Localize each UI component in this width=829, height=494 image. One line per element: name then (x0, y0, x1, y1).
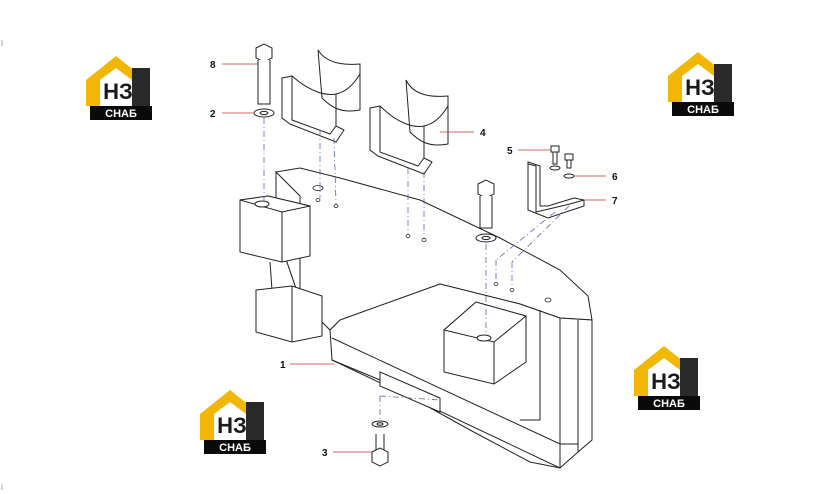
callout-labels: 8 2 4 5 6 7 1 3 (210, 60, 618, 459)
right-mount-block (442, 301, 528, 385)
center-bolt (475, 179, 497, 243)
logo-mark: НЗ (217, 413, 247, 438)
callout-4: 4 (480, 128, 486, 139)
logo-word: СНАБ (219, 442, 251, 454)
callout-8: 8 (210, 60, 216, 71)
callout-6: 6 (612, 172, 618, 183)
logo-mark: НЗ (103, 79, 133, 104)
bolt-8 (255, 43, 273, 105)
callout-3: 3 (322, 448, 328, 459)
logo-word: СНАБ (105, 108, 137, 120)
mounting-holes (312, 185, 552, 303)
logo-word: СНАБ (653, 398, 685, 410)
washer-2 (253, 108, 275, 118)
logo-mark: НЗ (685, 75, 715, 100)
bottom-bolt-3 (371, 420, 389, 467)
leader-lines (222, 63, 606, 453)
watermark-logo: НЗ СНАБ (668, 52, 734, 116)
left-mount-block (239, 195, 323, 343)
clamp-bracket-right (369, 79, 449, 175)
callout-5: 5 (507, 146, 513, 157)
clamp-bracket-left (281, 49, 361, 143)
logo-mark: НЗ (651, 369, 681, 394)
watermark-logo: НЗ СНАБ (200, 390, 266, 454)
callout-7: 7 (612, 196, 618, 207)
watermark-logo: НЗ СНАБ (634, 346, 700, 410)
callout-2: 2 (210, 109, 216, 120)
callout-1: 1 (280, 360, 286, 371)
watermark-logo: НЗ СНАБ (86, 56, 152, 120)
screws-5 (550, 145, 574, 169)
counterweight-body (275, 167, 593, 469)
assembly-center-lines (263, 118, 570, 420)
logo-word: СНАБ (687, 104, 719, 116)
